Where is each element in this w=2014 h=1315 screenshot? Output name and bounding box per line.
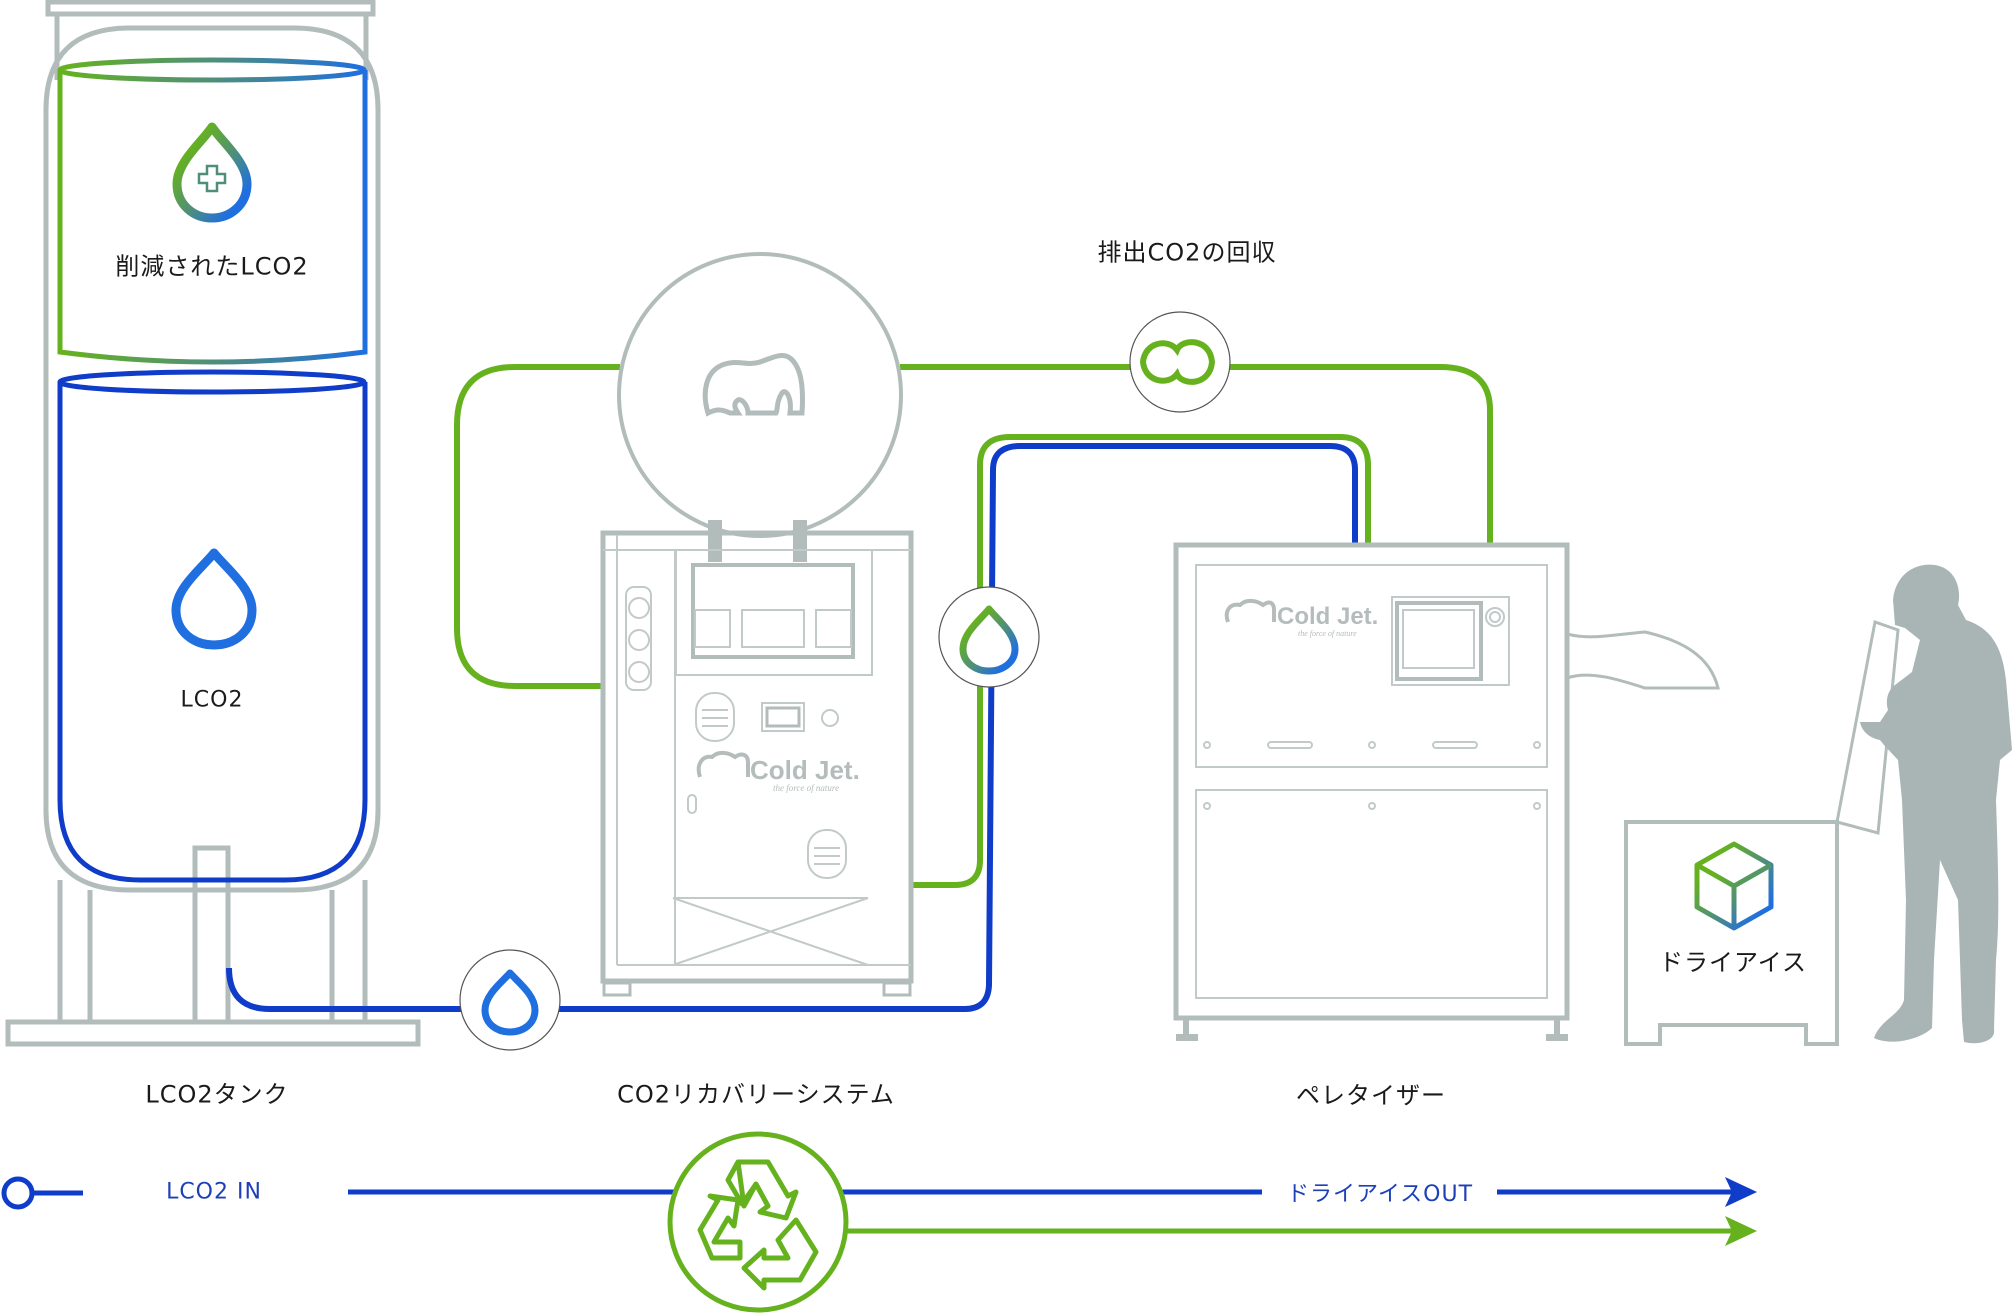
- lco2-section: [57, 369, 368, 883]
- co2-recovery-system: Cold Jet. the force of nature: [600, 252, 914, 997]
- recovery-cabinet: [600, 530, 914, 984]
- exhaust-recovery-pipe: [900, 364, 1493, 545]
- bear-logo-icon: [702, 353, 805, 417]
- tank-top-bar: [45, 0, 376, 17]
- recycle-circle: [667, 1131, 849, 1313]
- cube-icon: [1694, 841, 1774, 931]
- mixed-pipe-node: [938, 586, 1040, 688]
- pelletizer-cabinet: [1173, 542, 1570, 1021]
- lco2-label: LCO2: [180, 687, 244, 713]
- green-loop-left: [454, 364, 620, 689]
- dry-ice-label: ドライアイス: [1658, 948, 1808, 977]
- co2-molecule-icon: [1139, 339, 1216, 385]
- green-out-arrowhead: [1725, 1216, 1757, 1246]
- dry-ice-out-label: ドライアイスOUT: [1286, 1182, 1474, 1207]
- reduced-lco2-label: 削減されたLCO2: [115, 252, 309, 281]
- recycle-icon: [697, 1159, 819, 1291]
- lco2-pipe-node: [459, 949, 561, 1051]
- tagline-text: the force of nature: [773, 783, 839, 793]
- bin-lid: [1835, 620, 1900, 835]
- brand-text: Cold Jet.: [1277, 603, 1378, 630]
- recovery-tank-sphere: [617, 252, 903, 538]
- tank-base: [5, 1019, 421, 1047]
- pelletizer: Cold Jet. the force of nature: [1173, 542, 1720, 1041]
- dry-ice-out-arrowhead: [1725, 1177, 1757, 1207]
- cold-jet-logo-pelletizer: Cold Jet. the force of nature: [1224, 598, 1378, 638]
- recovery-system-label: CO2リカバリーシステム: [617, 1080, 895, 1109]
- pipes: [226, 364, 1493, 1012]
- pelletizer-label: ペレタイザー: [1296, 1081, 1446, 1110]
- droplet-plus-icon: [172, 122, 252, 223]
- exhaust-recovery-node: [1129, 311, 1231, 413]
- exhaust-recovery-label: 排出CO2の回収: [1097, 238, 1277, 267]
- brand-text: Cold Jet.: [750, 755, 860, 785]
- pellet-chute: [1566, 630, 1720, 690]
- lco2-pipe: [226, 443, 1358, 1012]
- lco2-tank: [5, 0, 421, 1047]
- droplet-icon: [481, 969, 539, 1036]
- tank-label: LCO2タンク: [145, 1080, 289, 1109]
- person-silhouette-icon: [1860, 564, 2012, 1044]
- cold-jet-logo: Cold Jet. the force of nature: [696, 750, 860, 793]
- flow-legend: [1, 1131, 1757, 1313]
- tagline-text: the force of nature: [1298, 629, 1357, 638]
- reduced-lco2-section: [57, 57, 368, 365]
- tank-shell: [43, 25, 381, 893]
- droplet-gradient-icon: [959, 605, 1019, 675]
- lco2-in-label: LCO2 IN: [166, 1179, 262, 1205]
- droplet-icon: [171, 548, 257, 650]
- green-return-pipe-1: [912, 434, 1371, 888]
- lco2-in-start-marker: [1, 1176, 35, 1210]
- dry-ice-bin: [1624, 620, 1900, 1046]
- tank-outlet-pipe: [192, 845, 231, 1025]
